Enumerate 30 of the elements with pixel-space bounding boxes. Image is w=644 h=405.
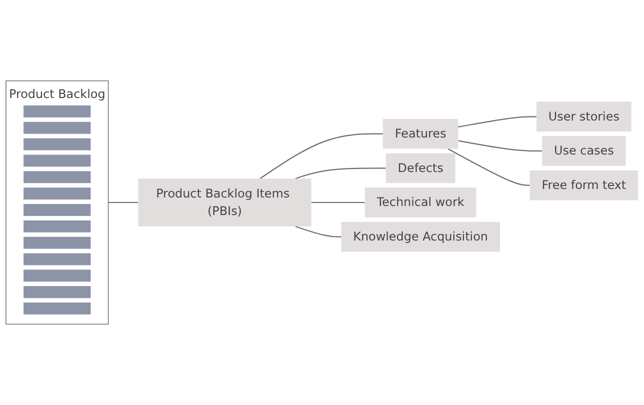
node-box: Use cases [542, 136, 626, 166]
node-bar [24, 154, 91, 167]
connector [295, 168, 386, 180]
connector [448, 148, 530, 186]
node-bar [24, 105, 91, 118]
connector [260, 133, 383, 180]
node-box: Knowledge Acquisition [341, 222, 500, 252]
node-box: Free form text [530, 170, 638, 200]
connector [295, 226, 342, 238]
node-box: Technical work [364, 188, 476, 218]
node-box: Features [382, 118, 458, 149]
cluster: Product Backlog [6, 80, 109, 325]
node-bar [24, 302, 91, 314]
node-bar [24, 286, 91, 298]
node-bar [24, 188, 91, 200]
node-bar [24, 253, 91, 266]
node-box: Defects [386, 153, 456, 184]
node-box: User stories [536, 102, 632, 132]
node-bar [24, 171, 91, 184]
node-bar [24, 236, 91, 249]
connector [108, 202, 138, 204]
connector [311, 202, 365, 204]
node-bar [24, 220, 91, 232]
node-bar [24, 122, 91, 134]
node-bar [24, 138, 91, 150]
connector [458, 116, 536, 128]
node-bar [24, 270, 91, 282]
connector [458, 140, 542, 152]
node-bar [24, 204, 91, 216]
node-box: Product Backlog Items (PBIs) [138, 178, 312, 226]
